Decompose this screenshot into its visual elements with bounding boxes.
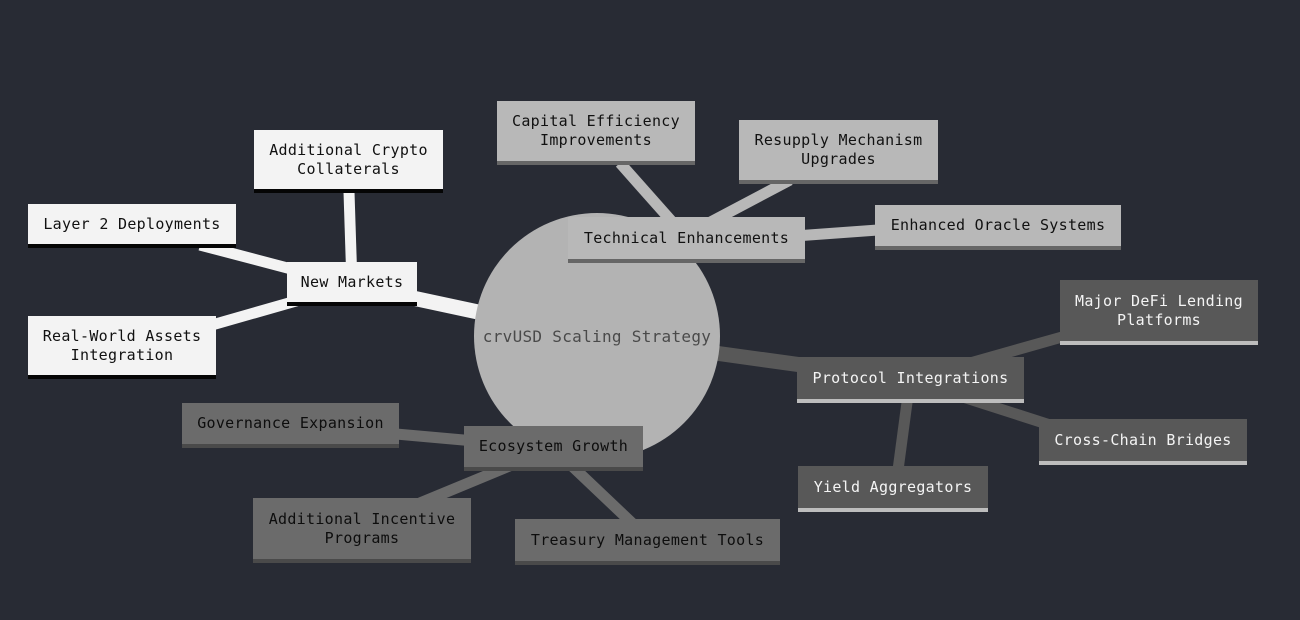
node-resupply-mechanism-label: Resupply Mechanism Upgrades [754, 131, 923, 168]
node-additional-incentive-programs[interactable]: Additional Incentive Programs [253, 498, 471, 563]
node-real-world-assets-label: Real-World Assets Integration [42, 326, 202, 364]
node-capital-efficiency[interactable]: Capital Efficiency Improvements [497, 101, 695, 165]
node-yield-aggregators[interactable]: Yield Aggregators [798, 466, 988, 512]
branch-technical-enhancements-label: Technical Enhancements [583, 228, 790, 247]
branch-new-markets[interactable]: New Markets [287, 262, 417, 306]
node-enhanced-oracle[interactable]: Enhanced Oracle Systems [875, 205, 1121, 250]
branch-new-markets-label: New Markets [300, 272, 404, 291]
node-layer-2-deployments[interactable]: Layer 2 Deployments [28, 204, 236, 248]
branch-protocol-integrations-label: Protocol Integrations [812, 368, 1009, 387]
branch-ecosystem-growth[interactable]: Ecosystem Growth [464, 426, 643, 471]
edge-te-oracle [794, 224, 879, 242]
node-treasury-management[interactable]: Treasury Management Tools [515, 519, 780, 565]
node-major-defi-lending-label: Major DeFi Lending Platforms [1075, 291, 1243, 329]
node-additional-crypto-collaterals-label: Additional Crypto Collaterals [269, 140, 428, 178]
node-additional-incentive-programs-label: Additional Incentive Programs [268, 509, 456, 547]
node-real-world-assets[interactable]: Real-World Assets Integration [28, 316, 216, 379]
node-resupply-mechanism[interactable]: Resupply Mechanism Upgrades [739, 120, 938, 184]
node-governance-expansion[interactable]: Governance Expansion [182, 403, 399, 448]
branch-protocol-integrations[interactable]: Protocol Integrations [797, 357, 1024, 403]
node-cross-chain-bridges-label: Cross-Chain Bridges [1054, 430, 1232, 449]
node-major-defi-lending[interactable]: Major DeFi Lending Platforms [1060, 280, 1258, 345]
branch-ecosystem-growth-label: Ecosystem Growth [478, 437, 629, 455]
node-enhanced-oracle-label: Enhanced Oracle Systems [890, 216, 1106, 234]
branch-technical-enhancements[interactable]: Technical Enhancements [568, 217, 805, 263]
edge-te-capital-efficiency [615, 159, 680, 229]
root-node-label: crvUSD Scaling Strategy [482, 326, 712, 346]
node-layer-2-deployments-label: Layer 2 Deployments [43, 214, 221, 233]
node-yield-aggregators-label: Yield Aggregators [813, 477, 973, 496]
node-additional-crypto-collaterals[interactable]: Additional Crypto Collaterals [254, 130, 443, 193]
node-capital-efficiency-label: Capital Efficiency Improvements [512, 112, 680, 149]
node-cross-chain-bridges[interactable]: Cross-Chain Bridges [1039, 419, 1247, 465]
node-governance-expansion-label: Governance Expansion [197, 414, 384, 432]
node-treasury-management-label: Treasury Management Tools [530, 530, 765, 549]
